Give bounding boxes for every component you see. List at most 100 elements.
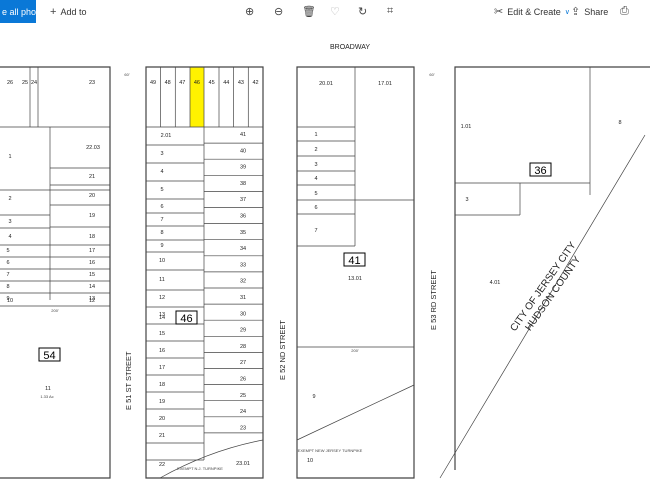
lot-number: 6 [314,205,317,211]
lot-number: 26 [7,80,13,86]
exempt-label: EXEMPT NEW JERSEY TURNPIKE [298,448,363,453]
print-button[interactable]: ⎙ [620,0,629,23]
dimension-label: 60' [429,72,434,77]
lot-number: 37 [240,197,246,203]
tax-map-image: BROADWAY E 51 ST STREET E 52 ND STREET E… [0,44,650,479]
share-label: Share [584,6,609,17]
lot-number: 4 [314,176,317,182]
lot-number: 21 [159,433,165,439]
plus-icon: + [50,5,57,18]
lot-number: 19 [159,399,165,405]
lot-number: 44 [223,80,229,86]
lot-number: 7 [314,228,317,234]
lot-number: 2 [8,196,11,202]
lot-number: 5 [160,187,163,193]
lot-number: 5 [6,248,9,254]
block-54-lines [0,66,111,479]
lot-number: 19 [89,213,95,219]
delete-icon: 🗑 [302,6,316,18]
rotate-button[interactable]: ↻ [358,0,367,23]
lot-number: 1 [8,154,11,160]
street-label-e52: E 52 ND STREET [278,320,287,380]
lot-number: 36 [240,214,246,220]
lot-number: 9 [312,394,315,400]
zoom-out-icon: ⊖ [274,6,284,18]
lot-number: 22 [159,462,165,468]
lot-number: 30 [240,311,246,317]
edit-create-label: Edit & Create [507,6,561,17]
favorite-button[interactable]: ♡ [330,0,340,23]
lot-number: 28 [240,344,246,350]
lot-number: 5 [314,191,317,197]
share-icon: ⇪ [571,6,581,18]
crop-icon: ⌗ [387,5,394,17]
favorite-icon: ♡ [330,6,340,18]
lot-number: 20.01 [319,81,333,87]
lot-number: 26 [240,377,246,383]
share-button[interactable]: ⇪Share [571,0,608,23]
lot-number: 11 [45,386,51,392]
dimension-label: 200' [351,348,359,353]
lot-number: 15 [159,331,165,337]
zoom-in-icon: ⊕ [245,6,255,18]
dimension-label: 200' [51,308,59,313]
lot-number: 47 [179,80,185,86]
crop-button[interactable]: ⌗ [387,0,393,23]
lot-number: 7 [160,217,163,223]
lot-number: 10 [7,298,13,304]
chevron-down-icon: ∨ [564,8,570,16]
lot-number: 31 [240,295,246,301]
lot-number: 32 [240,279,246,285]
block-46-label: 46 [180,313,192,325]
lot-number: 16 [159,348,165,354]
lot-number: 13.01 [348,276,362,282]
edit-create-icon: ✂ [494,6,504,18]
lot-number: 25 [240,393,246,399]
see-all-photos-button[interactable]: e all photos [0,0,36,23]
block-54-label: 54 [43,350,55,362]
rotate-icon: ↻ [358,6,368,18]
lot-number: 13 [89,296,95,302]
lot-number: 4 [160,169,163,175]
print-icon: ⎙ [620,5,629,17]
lot-number: 20 [89,193,95,199]
lot-number: 6 [160,204,163,210]
block-36-label: 36 [534,165,546,177]
add-to-label: Add to [60,6,87,17]
edit-create-button[interactable]: ✂Edit & Create∨ [494,0,570,23]
lot-number: 14 [159,315,165,321]
lot-number: 13 [159,312,165,318]
lot-number: 7 [6,272,9,278]
lot-number: 14 [89,284,95,290]
lot-number: 4 [8,234,11,240]
lot-number: 46 [194,80,200,86]
lot-number: 48 [165,80,171,86]
lot-number: 45 [209,80,215,86]
lot-number: 23 [240,425,246,431]
block-46-box [175,310,198,325]
lot-number: 3 [465,197,468,203]
lot-number: 17.01 [378,81,392,87]
lot-number: 24 [31,80,37,86]
lot-number: 41 [240,132,246,138]
lot-number: 1 [314,132,317,138]
lot-number: 34 [240,246,246,252]
lot-number: 17 [89,248,95,254]
lot-number: 3 [8,219,11,225]
delete-button[interactable]: 🗑 [302,0,316,23]
lot-number: 24 [240,409,246,415]
street-label-broadway: BROADWAY [330,44,370,51]
lot-number: 15 [89,272,95,278]
lot-number: 9 [160,243,163,249]
lot-number: 1.01 [461,124,472,130]
add-to-button[interactable]: +Add to [50,0,86,23]
lot-number: 23.01 [236,461,250,467]
zoom-out-button[interactable]: ⊖ [274,0,283,23]
street-label-e53: E 53 RD STREET [429,270,438,330]
zoom-in-button[interactable]: ⊕ [245,0,254,23]
lot-number: 49 [150,80,156,86]
highlighted-lot [190,67,204,127]
lot-number: 22.03 [86,145,100,151]
lot-number: 10 [307,458,313,464]
toolbar: e all photos +Add to ⊕ ⊖ 🗑 ♡ ↻ ⌗ ✂Edit &… [0,0,650,23]
